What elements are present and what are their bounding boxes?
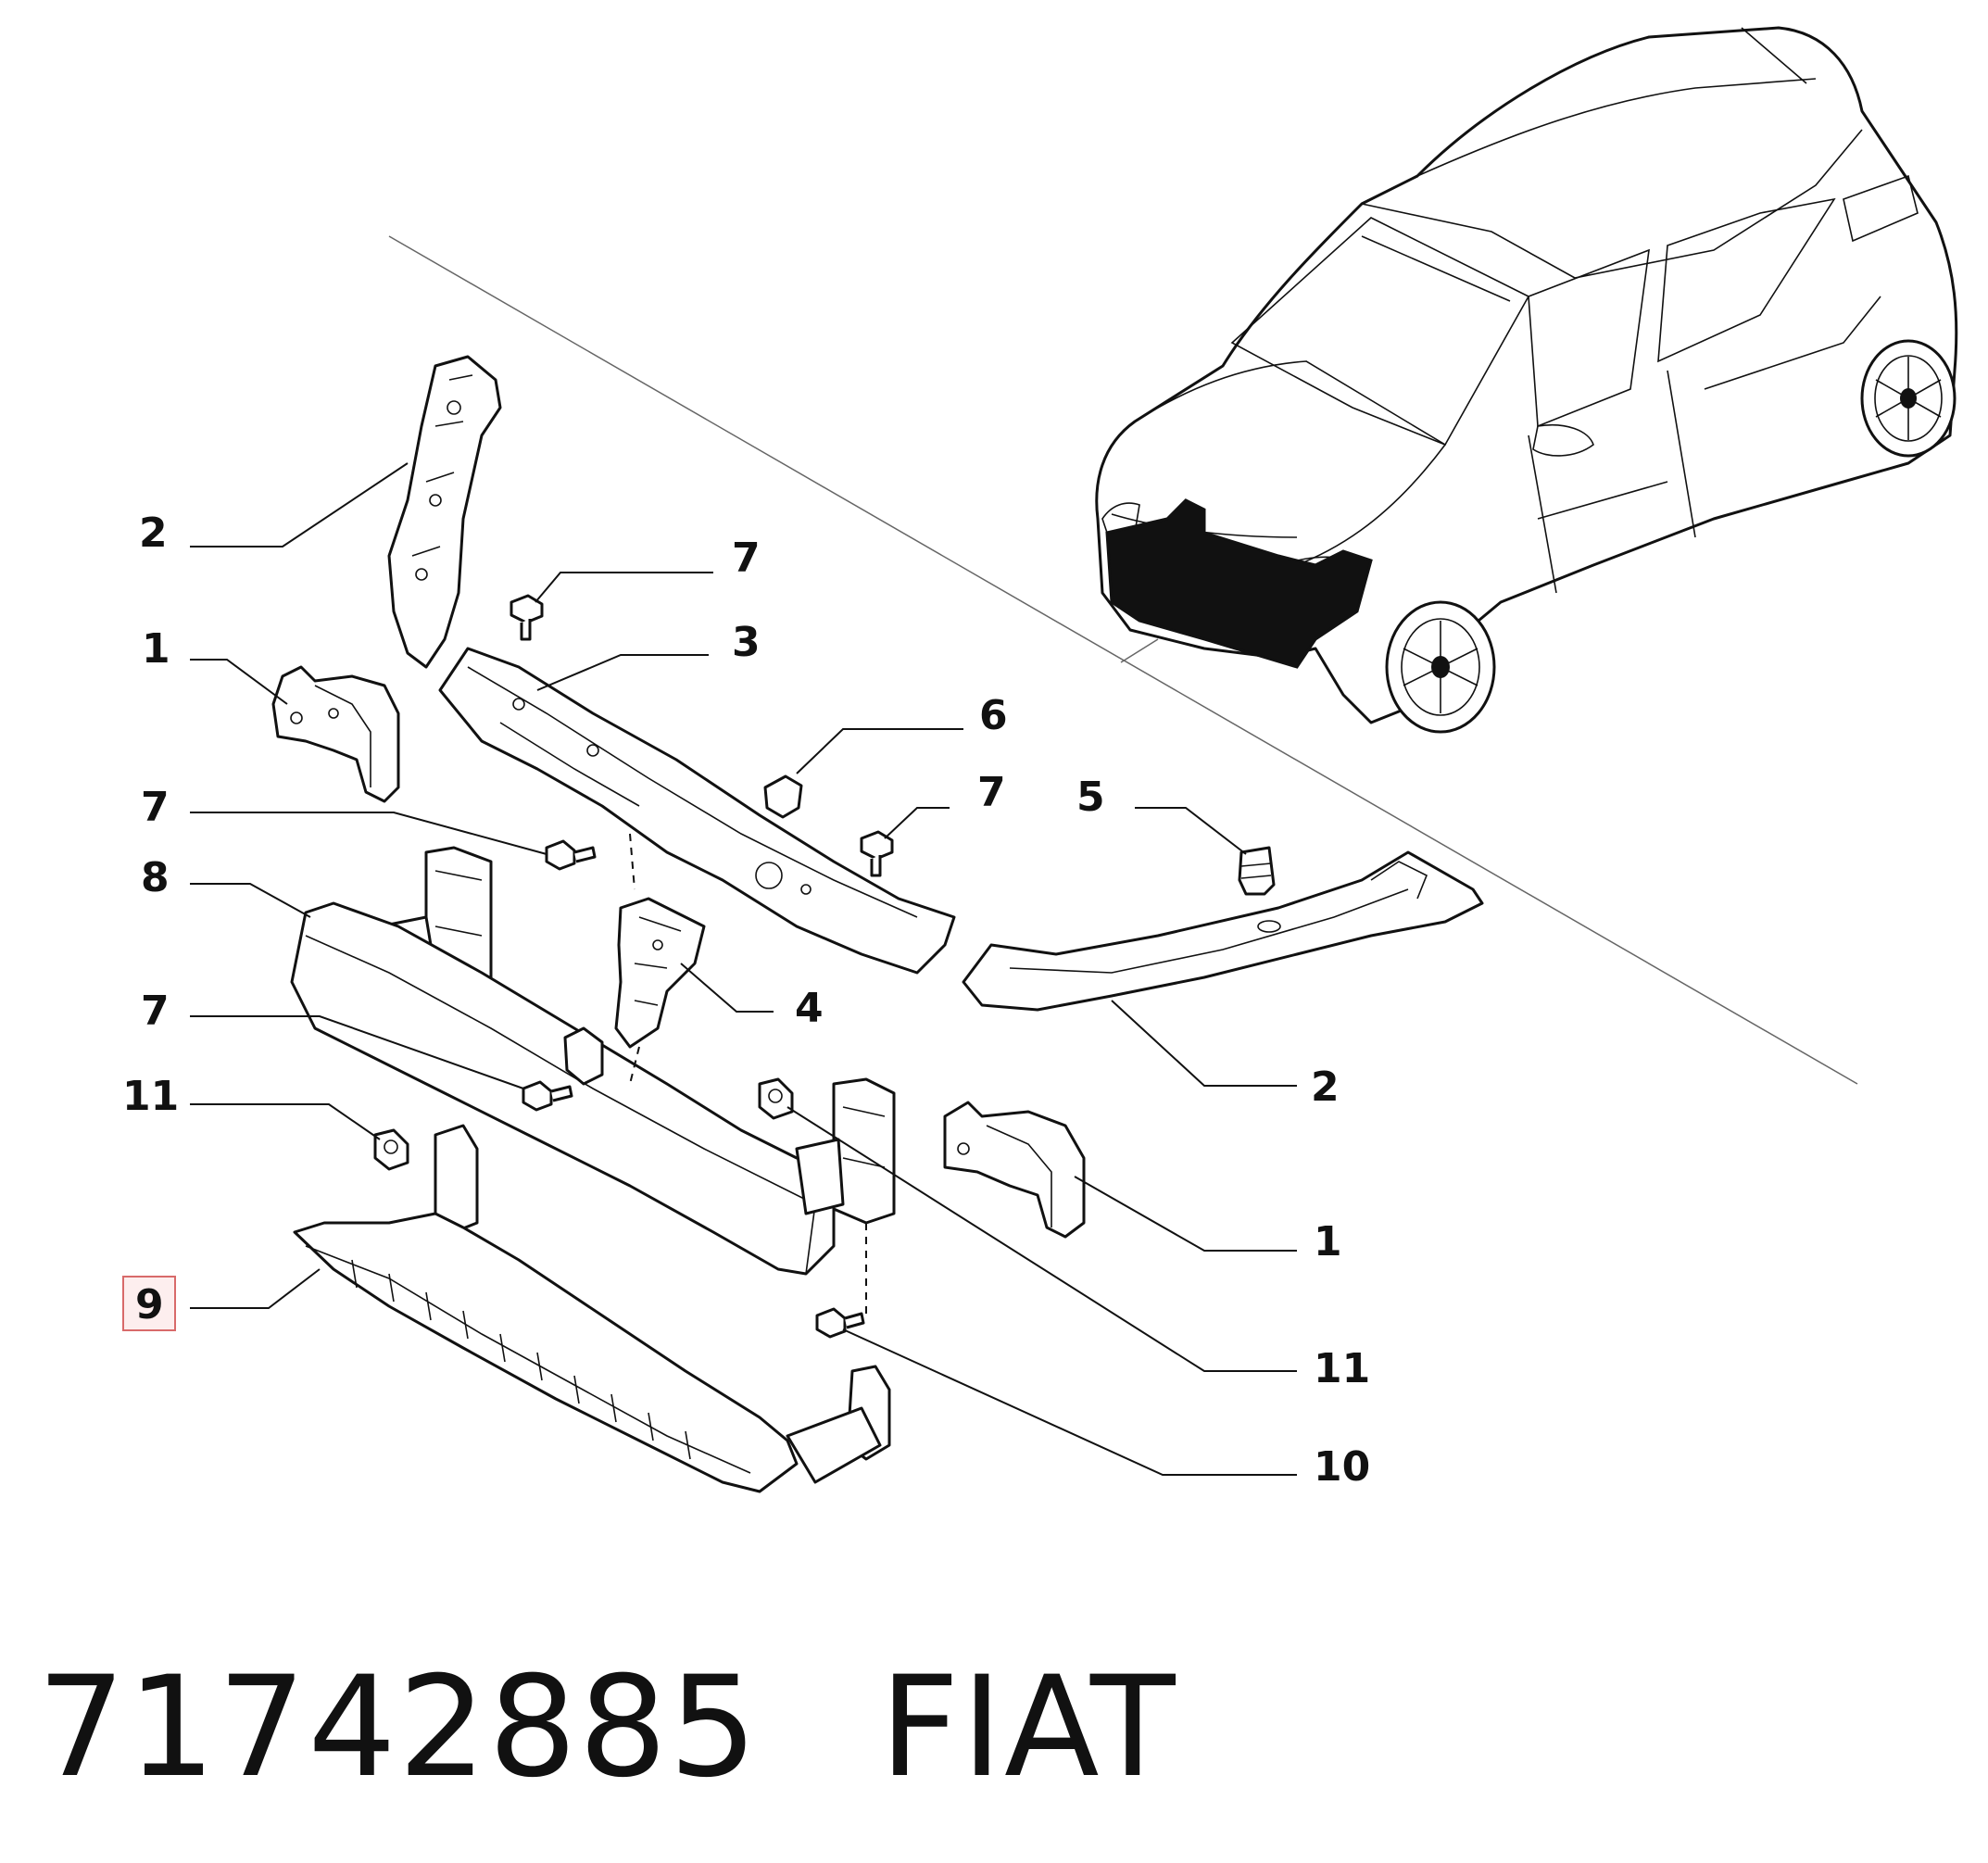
footer-caption: 71742885 FIAT	[37, 1649, 1334, 1806]
callout-7-mid: 7	[977, 769, 1006, 816]
part-3-upper-crossmember	[438, 647, 956, 975]
callout-1-left: 1	[142, 625, 170, 673]
leader-lines	[190, 462, 1297, 1476]
car-bumper-highlight	[1105, 498, 1373, 669]
callout-11-right: 11	[1314, 1345, 1370, 1392]
part-1-left-bracket	[271, 665, 400, 803]
callout-5: 5	[1076, 774, 1105, 821]
part-5-bushing	[1238, 846, 1276, 896]
callout-6: 6	[979, 692, 1008, 739]
car-pointer-line	[1120, 638, 1159, 663]
callout-1-right: 1	[1314, 1218, 1342, 1265]
callout-2-upper: 2	[139, 510, 168, 557]
part-6-plug	[763, 774, 803, 819]
bolt-10	[815, 1307, 865, 1339]
callout-7-left: 7	[141, 784, 170, 831]
bolt-7-left	[545, 839, 597, 871]
callout-3: 3	[732, 619, 761, 666]
part-number: 71742885	[37, 1647, 760, 1808]
callout-10: 10	[1314, 1443, 1370, 1491]
callout-7-low: 7	[141, 988, 170, 1035]
part-2-left-upright	[387, 355, 502, 669]
part-9-lower-absorber	[293, 1124, 891, 1493]
part-1-right-bracket	[943, 1101, 1086, 1239]
front-wheel	[1385, 600, 1496, 734]
callout-4: 4	[795, 985, 824, 1032]
bolt-7-low	[522, 1080, 573, 1112]
callout-7-top: 7	[732, 535, 761, 582]
assembly-line-center	[629, 833, 867, 1315]
rear-wheel	[1860, 339, 1957, 458]
part-11-spacer-right	[758, 1077, 794, 1120]
part-2-right-member	[962, 850, 1484, 1012]
callout-8: 8	[141, 854, 170, 901]
callout-9-highlight-box	[122, 1276, 176, 1331]
callout-11-left: 11	[122, 1073, 179, 1120]
car-illustration	[1095, 26, 1958, 734]
callout-2-right: 2	[1311, 1064, 1340, 1111]
callout-9: 9	[135, 1281, 164, 1328]
part-11-spacer-left	[373, 1128, 409, 1171]
bolt-7-mid	[860, 830, 894, 877]
brand-name: FIAT	[879, 1647, 1177, 1808]
bolt-7-top	[510, 594, 544, 641]
part-4-center-bracket	[614, 897, 706, 1049]
section-divider-line	[388, 235, 1858, 1085]
